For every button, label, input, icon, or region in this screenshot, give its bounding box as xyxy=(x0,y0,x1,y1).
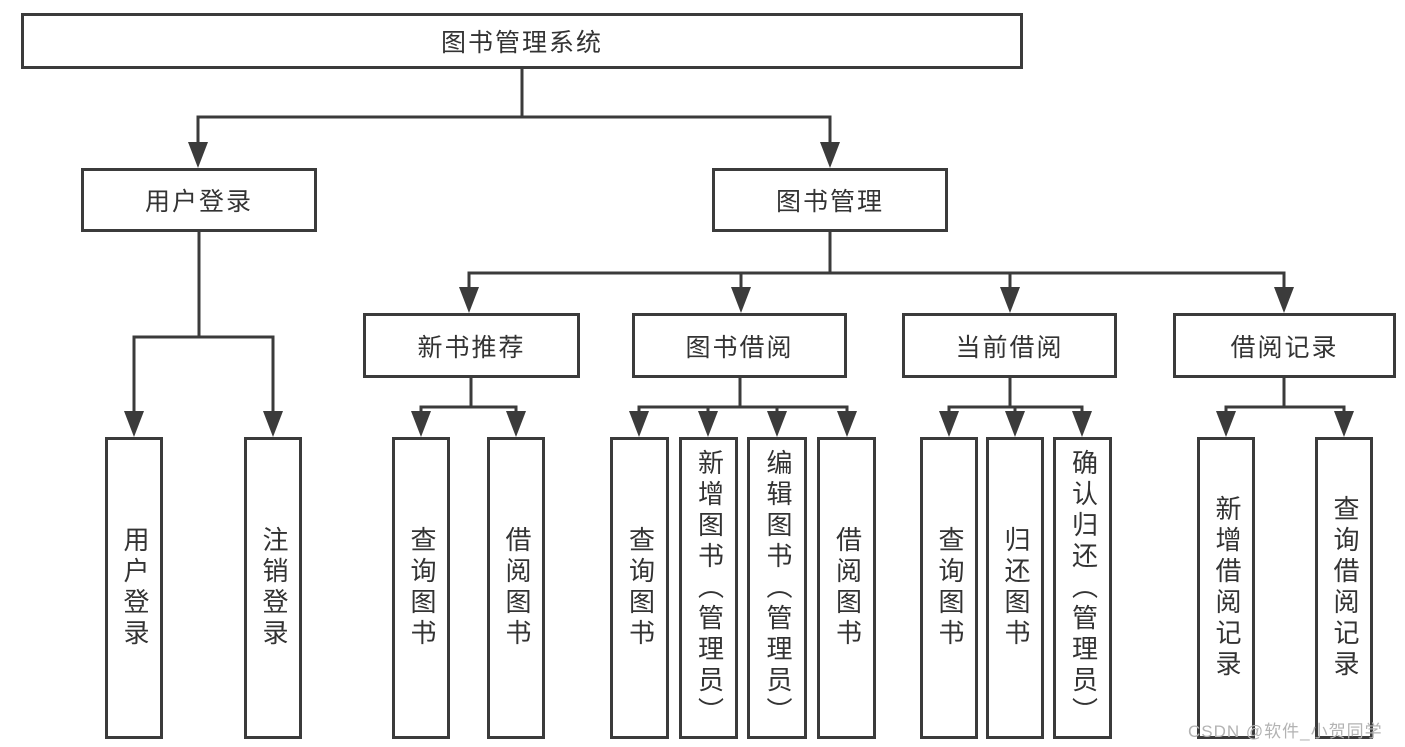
node-book-borrow-label: 图书借阅 xyxy=(685,333,794,362)
leaf-bb-query-books: 查询图书 xyxy=(610,437,669,739)
node-user-login-label: 用户登录 xyxy=(144,188,253,216)
arrowhead-down-icon xyxy=(939,411,959,437)
leaf-br-query-record: 查询借阅记录 xyxy=(1315,437,1373,739)
arrowhead-down-icon xyxy=(767,411,787,437)
arrowheads xyxy=(124,142,1354,437)
leaf-user-login-label: 用户登录 xyxy=(119,526,150,650)
arrowhead-down-icon xyxy=(1072,411,1092,437)
edge-bookborrow-to-leaves xyxy=(637,377,849,433)
leaf-bb-edit-books-admin: 编辑图书（管理员） xyxy=(747,437,807,739)
node-root: 图书管理系统 xyxy=(21,13,1023,69)
arrowhead-down-icon xyxy=(1000,287,1020,313)
node-root-label: 图书管理系统 xyxy=(440,29,603,57)
leaf-bb-edit-books-admin-label: 编辑图书（管理员） xyxy=(762,448,793,728)
leaf-br-query-record-label: 查询借阅记录 xyxy=(1329,495,1360,681)
edge-borrowrecords-to-leaves xyxy=(1224,377,1346,433)
node-new-book-recommend: 新书推荐 xyxy=(363,313,580,378)
node-book-borrow: 图书借阅 xyxy=(632,313,847,378)
leaf-cb-query-books-label: 查询图书 xyxy=(934,526,965,650)
arrowhead-down-icon xyxy=(698,411,718,437)
leaf-cb-return-books-label: 归还图书 xyxy=(1000,526,1031,650)
leaf-cb-return-books: 归还图书 xyxy=(986,437,1044,739)
leaf-nb-query-books-label: 查询图书 xyxy=(406,526,437,650)
leaf-bb-query-books-label: 查询图书 xyxy=(625,526,656,650)
leaf-bb-add-books-admin: 新增图书（管理员） xyxy=(679,437,738,739)
edge-bookmgmt-to-level3 xyxy=(467,231,1286,309)
edge-root-to-level2 xyxy=(196,66,832,164)
arrowhead-down-icon xyxy=(459,287,479,313)
leaf-nb-query-books: 查询图书 xyxy=(392,437,450,739)
arrowhead-down-icon xyxy=(1005,411,1025,437)
node-borrow-records-label: 借阅记录 xyxy=(1230,333,1339,362)
node-current-borrow: 当前借阅 xyxy=(902,313,1117,378)
leaf-br-add-record-label: 新增借阅记录 xyxy=(1211,495,1242,681)
node-user-login: 用户登录 xyxy=(81,168,317,232)
node-book-management: 图书管理 xyxy=(712,168,948,232)
leaf-bb-borrow-books-label: 借阅图书 xyxy=(832,526,863,650)
edge-newbookrec-to-leaves xyxy=(419,377,518,433)
arrowhead-down-icon xyxy=(837,411,857,437)
leaf-cb-confirm-return-admin: 确认归还（管理员） xyxy=(1053,437,1112,739)
leaf-br-add-record: 新增借阅记录 xyxy=(1197,437,1255,739)
node-borrow-records: 借阅记录 xyxy=(1173,313,1396,378)
leaf-logout-label: 注销登录 xyxy=(258,526,289,650)
edge-userlogin-to-leaves xyxy=(132,231,275,433)
arrowhead-down-icon xyxy=(820,142,840,168)
arrowhead-down-icon xyxy=(1216,411,1236,437)
leaf-cb-confirm-return-admin-label: 确认归还（管理员） xyxy=(1068,448,1099,728)
node-new-book-recommend-label: 新书推荐 xyxy=(417,333,526,362)
arrowhead-down-icon xyxy=(506,411,526,437)
leaf-nb-borrow-books-label: 借阅图书 xyxy=(501,526,532,650)
arrowhead-down-icon xyxy=(1334,411,1354,437)
arrowhead-down-icon xyxy=(731,287,751,313)
leaf-bb-add-books-admin-label: 新增图书（管理员） xyxy=(694,448,725,728)
arrowhead-down-icon xyxy=(629,411,649,437)
arrowhead-down-icon xyxy=(411,411,431,437)
leaf-user-login: 用户登录 xyxy=(105,437,163,739)
arrowhead-down-icon xyxy=(188,142,208,168)
arrowhead-down-icon xyxy=(263,411,283,437)
leaf-nb-borrow-books: 借阅图书 xyxy=(487,437,545,739)
node-book-management-label: 图书管理 xyxy=(775,188,884,216)
arrowhead-down-icon xyxy=(124,411,144,437)
leaf-logout: 注销登录 xyxy=(244,437,302,739)
leaf-cb-query-books: 查询图书 xyxy=(920,437,978,739)
csdn-watermark: CSDN @软件_小贺同学 xyxy=(1188,722,1383,741)
leaf-bb-borrow-books: 借阅图书 xyxy=(817,437,876,739)
arrowhead-down-icon xyxy=(1274,287,1294,313)
node-current-borrow-label: 当前借阅 xyxy=(955,333,1064,362)
